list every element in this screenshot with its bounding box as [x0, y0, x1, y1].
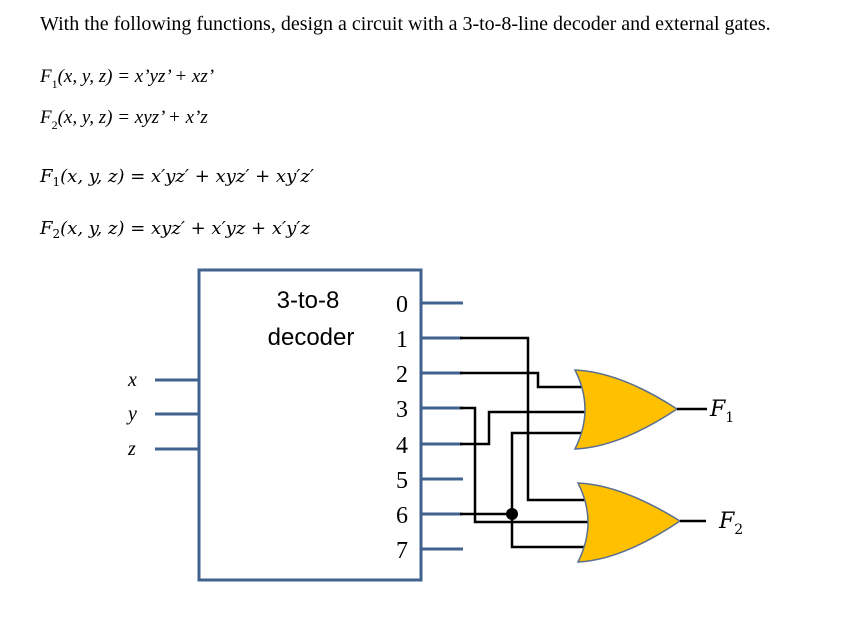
output-label-2: 2 [396, 362, 408, 388]
output-label-4: 4 [396, 433, 408, 459]
output-label-3: 3 [396, 397, 408, 423]
decoder-box [197, 268, 423, 582]
wire-output4-to-gate1 [460, 410, 590, 446]
wire-output3-to-gate2 [460, 406, 590, 524]
decoder-label-line1: 3-to-8 [277, 287, 340, 314]
decoder-label-line2: decoder [268, 324, 355, 351]
expanded-function-f1: F1(x, y, z) = x′yz′ + xyz′ + xy′z′ [40, 166, 314, 189]
input-label-y: y [126, 403, 137, 425]
input-label-z: z [127, 438, 136, 460]
output-label-f2: F2 [718, 509, 743, 538]
expanded-function-f2: F2(x, y, z) = xyz′ + x′yz + x′y′z [40, 218, 310, 241]
output-label-6: 6 [396, 503, 408, 529]
output-label-f1: F1 [709, 397, 734, 426]
problem-statement: With the following functions, design a c… [40, 13, 771, 35]
output-label-5: 5 [396, 468, 408, 494]
output-label-1: 1 [396, 327, 408, 353]
junction-dot [506, 508, 518, 520]
output-label-0: 0 [396, 292, 408, 318]
input-label-x: x [127, 369, 137, 391]
or-gate-f2 [576, 482, 682, 563]
given-function-f2: F2(x, y, z) = xyz’ + x’z [40, 107, 208, 132]
output-label-7: 7 [396, 538, 408, 564]
wire-output6-to-gates [510, 431, 590, 549]
wire-output2-to-gate1 [460, 371, 590, 389]
wire-output1-to-gate2 [460, 336, 590, 502]
or-gate-f1 [573, 369, 679, 450]
given-function-f1: F1(x, y, z) = x’yz’ + xz’ [40, 66, 215, 91]
